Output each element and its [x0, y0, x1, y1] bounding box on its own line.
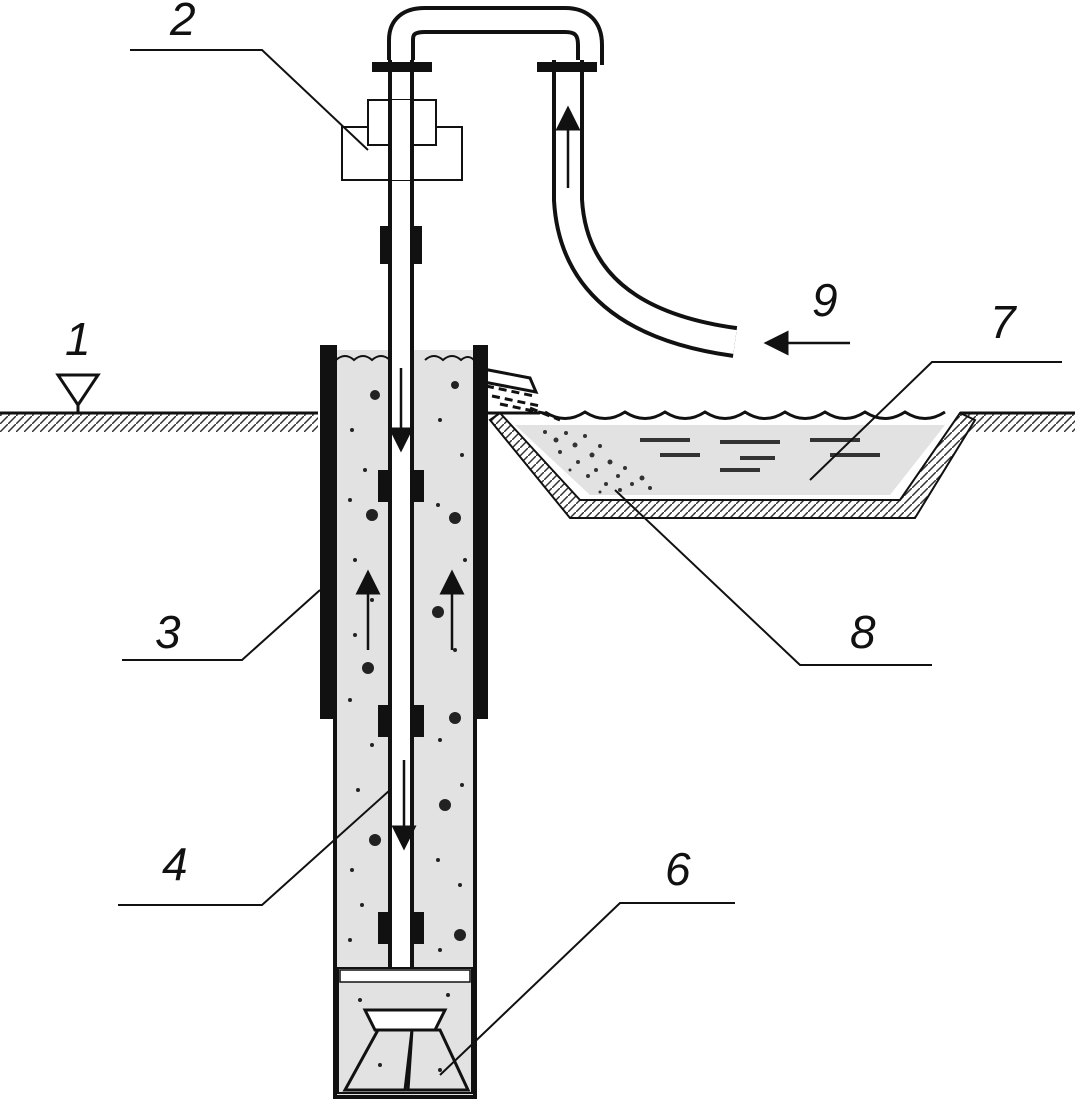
label-drill-pipe: 4 [162, 838, 188, 890]
flow-arrows [355, 105, 850, 851]
leader-lines [118, 49, 1062, 1076]
swivel [341, 99, 463, 181]
label-ground-level: 1 [65, 313, 91, 365]
return-hose [372, 6, 738, 358]
label-settling-pit: 7 [990, 296, 1017, 348]
label-casing: 3 [155, 606, 181, 658]
label-swivel: 2 [169, 0, 196, 45]
ground-surface [0, 411, 1075, 432]
ground-level-marker [55, 373, 101, 413]
cuttings-deposit [543, 430, 652, 494]
drill-bit [337, 967, 473, 1094]
drilling-mud-particles [348, 381, 467, 952]
label-return-hose: 9 [812, 274, 838, 326]
settling-pit [488, 410, 977, 519]
label-drill-bit: 6 [665, 843, 691, 895]
label-cuttings: 8 [850, 606, 876, 658]
